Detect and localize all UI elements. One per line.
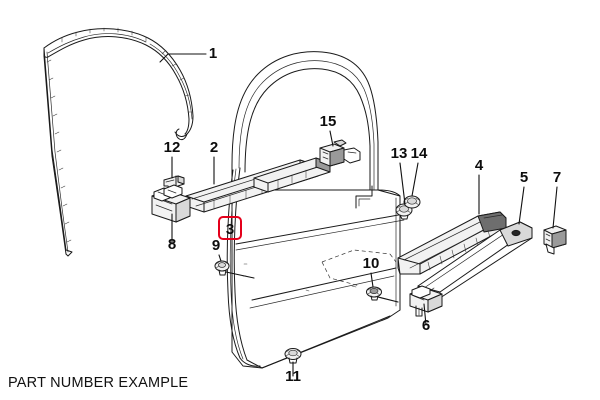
leader-10 xyxy=(370,272,374,288)
highlight-box-part-3 xyxy=(218,216,242,240)
part-8-double-bracket xyxy=(151,184,191,223)
callout-label-1: 1 xyxy=(209,45,217,62)
leader-15 xyxy=(329,130,334,147)
leader-14 xyxy=(411,162,419,197)
callout-label-2: 2 xyxy=(210,139,218,156)
part-7-end-cap-bracket xyxy=(543,225,567,255)
callout-label-10: 10 xyxy=(363,255,380,272)
callout-label-12: 12 xyxy=(164,139,181,156)
leader-9 xyxy=(218,254,222,262)
part-4-lower-trim-rail-outer xyxy=(397,211,507,275)
callout-label-6: 6 xyxy=(422,317,430,334)
leader-7 xyxy=(552,186,558,229)
leader-13 xyxy=(399,162,406,205)
leader-6 xyxy=(423,303,427,326)
part-15-door-frame-clip xyxy=(319,139,361,167)
leader-5 xyxy=(518,186,525,225)
part-6-spring-clip xyxy=(409,285,443,317)
callout-label-13: 13 xyxy=(391,145,408,162)
door-assembly xyxy=(226,51,405,369)
part-14-nut-fastener xyxy=(403,195,421,209)
callout-leaders xyxy=(159,53,558,377)
callout-numbers: 1 12 2 15 13 14 4 5 7 8 3 9 10 6 11 xyxy=(164,45,562,385)
callout-label-8: 8 xyxy=(168,236,176,253)
callout-label-5: 5 xyxy=(520,169,528,186)
callout-label-7: 7 xyxy=(553,169,561,186)
callout-label-15: 15 xyxy=(320,113,337,130)
part-10-panel-grommet xyxy=(366,286,399,303)
callout-label-14: 14 xyxy=(411,145,428,162)
callout-label-11: 11 xyxy=(285,368,301,385)
part-1-window-frame-seal xyxy=(43,27,194,257)
callout-label-9: 9 xyxy=(212,237,220,254)
part-11-floor-grommet xyxy=(284,348,302,364)
caption-part-number-example: PART NUMBER EXAMPLE xyxy=(8,375,189,391)
part-9-grommet-plug xyxy=(214,260,255,279)
callout-label-3: 3 xyxy=(226,221,234,238)
leader-1 xyxy=(159,53,207,63)
callout-label-4: 4 xyxy=(475,157,484,174)
